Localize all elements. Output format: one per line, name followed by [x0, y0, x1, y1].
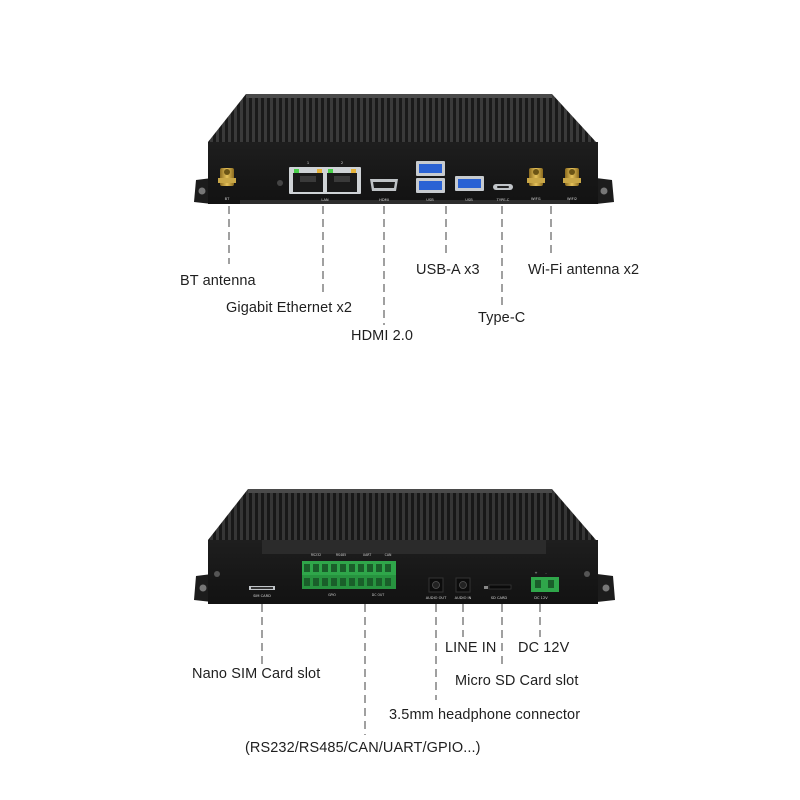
type-c-callout: Type-C [478, 310, 526, 326]
usb-port-label: USB [465, 198, 473, 202]
panel-screw [277, 180, 283, 186]
wifi1-connector: WIFI1 [527, 168, 545, 201]
sd-card-label: SD CARD [491, 596, 508, 600]
io-terminals-callout: (RS232/RS485/CAN/UART/GPIO...) [245, 740, 481, 756]
rs232-label: RS232 [311, 553, 321, 557]
audio-out-jack: AUDIO OUT [426, 577, 447, 600]
bottom-device: SIM CARD RS232 RS485 UART CAN GPIO DC OU… [194, 489, 615, 604]
usb-stack-label: USB [426, 198, 434, 202]
audio-out-label: AUDIO OUT [426, 596, 447, 600]
dc-12v-callout: DC 12V [518, 640, 570, 656]
lan-port-label: LAN [321, 198, 329, 202]
hdmi-port: HDMI [370, 179, 398, 202]
typec-port: TYPE-C [493, 184, 513, 202]
top-device: BT 1 2 LAN HDMI [194, 94, 614, 204]
usb-single: USB [455, 176, 484, 202]
bt-antenna-callout: BT antenna [180, 273, 256, 289]
sim-port-label: SIM CARD [253, 594, 271, 598]
audio-in-jack: AUDIO IN [455, 577, 472, 600]
terminal-block: RS232 RS485 UART CAN GPIO DC OUT [302, 553, 396, 597]
right-flange-screw [600, 187, 608, 195]
hdmi-callout: HDMI 2.0 [351, 328, 414, 344]
nano-sim-callout: Nano SIM Card slot [192, 666, 321, 682]
dc-minus-label: - [545, 571, 547, 575]
usb-a-callout: USB-A x3 [416, 262, 480, 278]
left-flange-screw [198, 187, 206, 195]
sim-slot: SIM CARD [249, 586, 275, 598]
usb-stack: USB [416, 161, 445, 202]
dc-12v-terminal: + - DC 12V [531, 571, 559, 600]
lan-2-label: 2 [341, 161, 343, 165]
gigabit-ethernet-callout: Gigabit Ethernet x2 [226, 300, 353, 316]
micro-sd-callout: Micro SD Card slot [455, 673, 579, 689]
gpio-label: GPIO [328, 593, 336, 597]
uart-label: UART [363, 553, 371, 557]
bt-antenna-connector: BT [218, 168, 236, 201]
wifi2-connector: WIFI2 [563, 168, 581, 201]
heatsink-fins [208, 94, 596, 142]
audio-in-label: AUDIO IN [455, 596, 472, 600]
hdmi-port-label: HDMI [379, 198, 389, 202]
lan-ports: 1 2 LAN [289, 161, 361, 202]
wifi-antenna-callout: Wi-Fi antenna x2 [528, 262, 640, 278]
lan-1-label: 1 [307, 161, 309, 165]
typec-port-label: TYPE-C [496, 198, 510, 202]
wifi2-port-label: WIFI2 [567, 197, 577, 201]
headphone-callout: 3.5mm headphone connector [389, 707, 581, 723]
sd-card-slot: SD CARD [484, 584, 512, 600]
heatsink-fins-bottom [208, 489, 596, 540]
top-leader-lines [228, 206, 552, 325]
dc-plus-label: + [534, 571, 537, 575]
dc12v-port-label: DC 12V [534, 596, 548, 600]
can-label: CAN [385, 553, 392, 557]
bt-port-label: BT [225, 197, 230, 201]
line-in-callout: LINE IN [445, 640, 497, 656]
rs485-label: RS485 [336, 553, 346, 557]
bottom-leader-lines [261, 604, 541, 735]
dc-out-label: DC OUT [372, 593, 385, 597]
wifi1-port-label: WIFI1 [531, 197, 541, 201]
